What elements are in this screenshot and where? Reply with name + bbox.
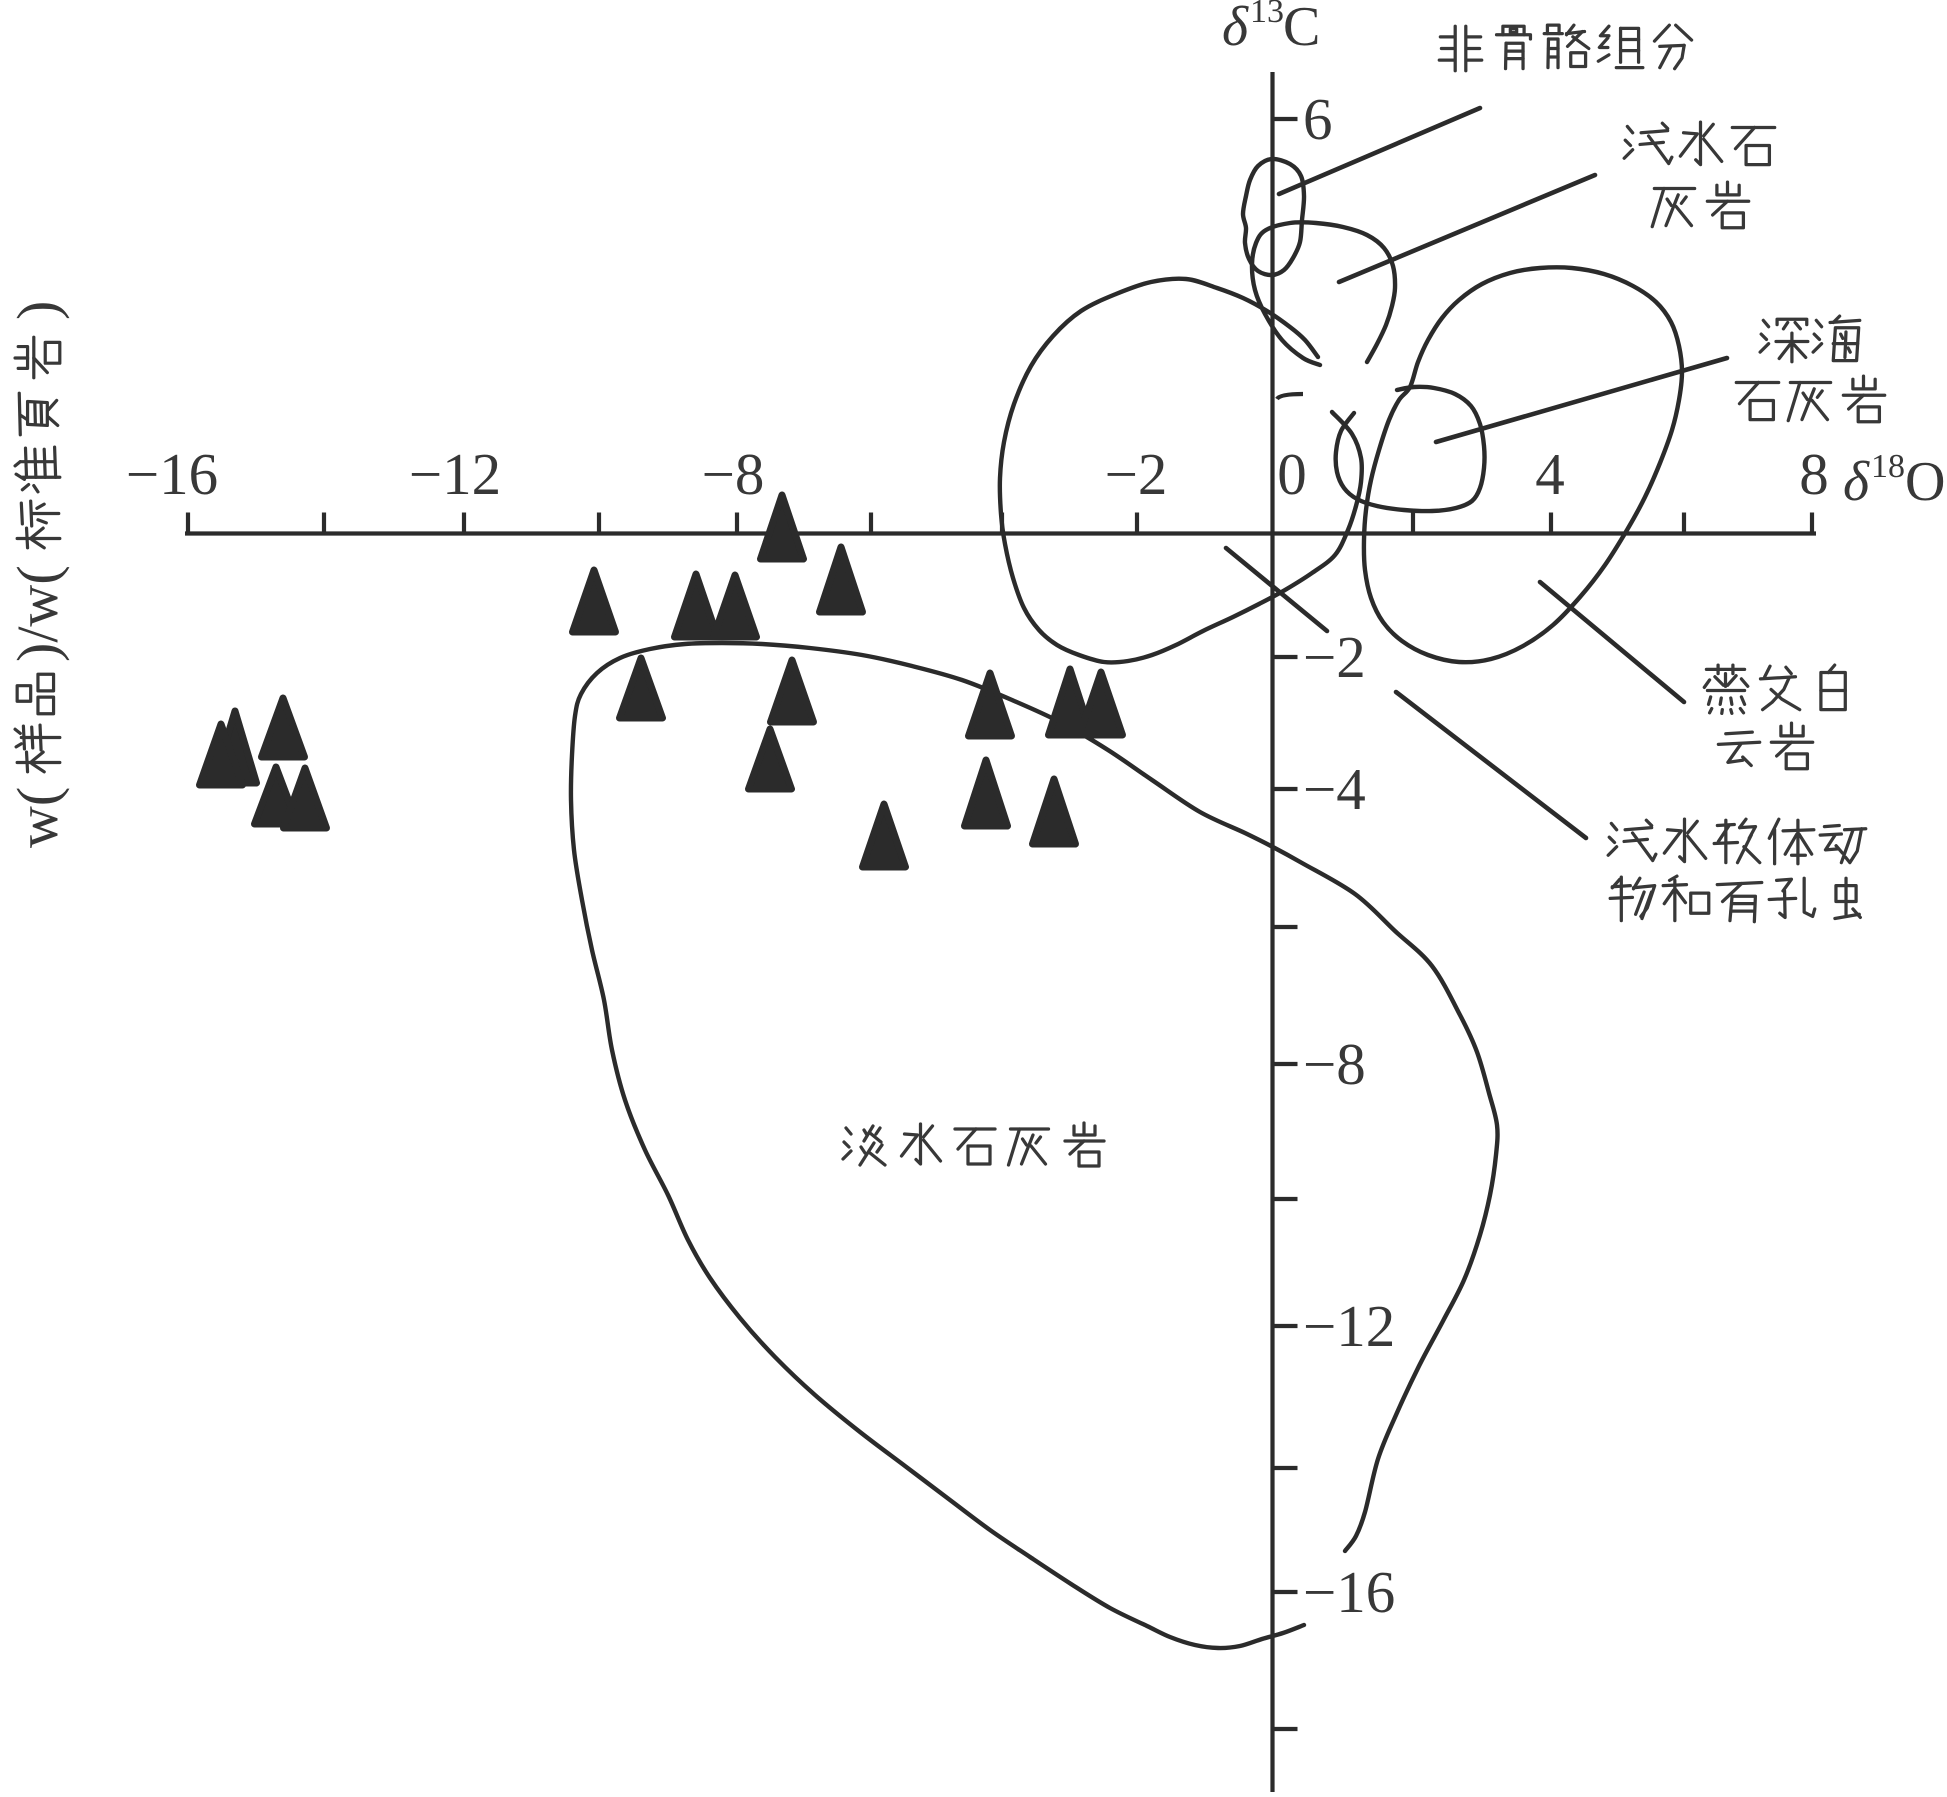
svg-text:−2: −2: [1105, 441, 1168, 507]
svg-text:−2: −2: [1303, 624, 1366, 690]
svg-text:−4: −4: [1303, 756, 1366, 822]
svg-text:−16: −16: [1303, 1559, 1395, 1625]
svg-text:δ: δ: [1843, 451, 1870, 513]
svg-text:8: 8: [1799, 441, 1829, 507]
svg-text:18: 18: [1871, 448, 1905, 485]
svg-text:δ: δ: [1222, 0, 1249, 58]
svg-text:−16: −16: [126, 441, 218, 507]
svg-text:−8: −8: [1303, 1031, 1366, 1097]
svg-text:4: 4: [1535, 441, 1565, 507]
svg-text:−8: −8: [702, 441, 765, 507]
svg-text:−12: −12: [1303, 1293, 1395, 1359]
svg-text:O: O: [1905, 451, 1945, 513]
svg-text:13: 13: [1250, 0, 1284, 30]
svg-text:C: C: [1283, 0, 1320, 58]
svg-text:w(: w(: [5, 787, 70, 848]
svg-text:): ): [5, 301, 70, 320]
svg-text:0: 0: [1277, 441, 1307, 507]
svg-text:)/w(: )/w(: [5, 565, 70, 662]
svg-text:6: 6: [1303, 86, 1333, 152]
svg-text:−12: −12: [409, 441, 501, 507]
